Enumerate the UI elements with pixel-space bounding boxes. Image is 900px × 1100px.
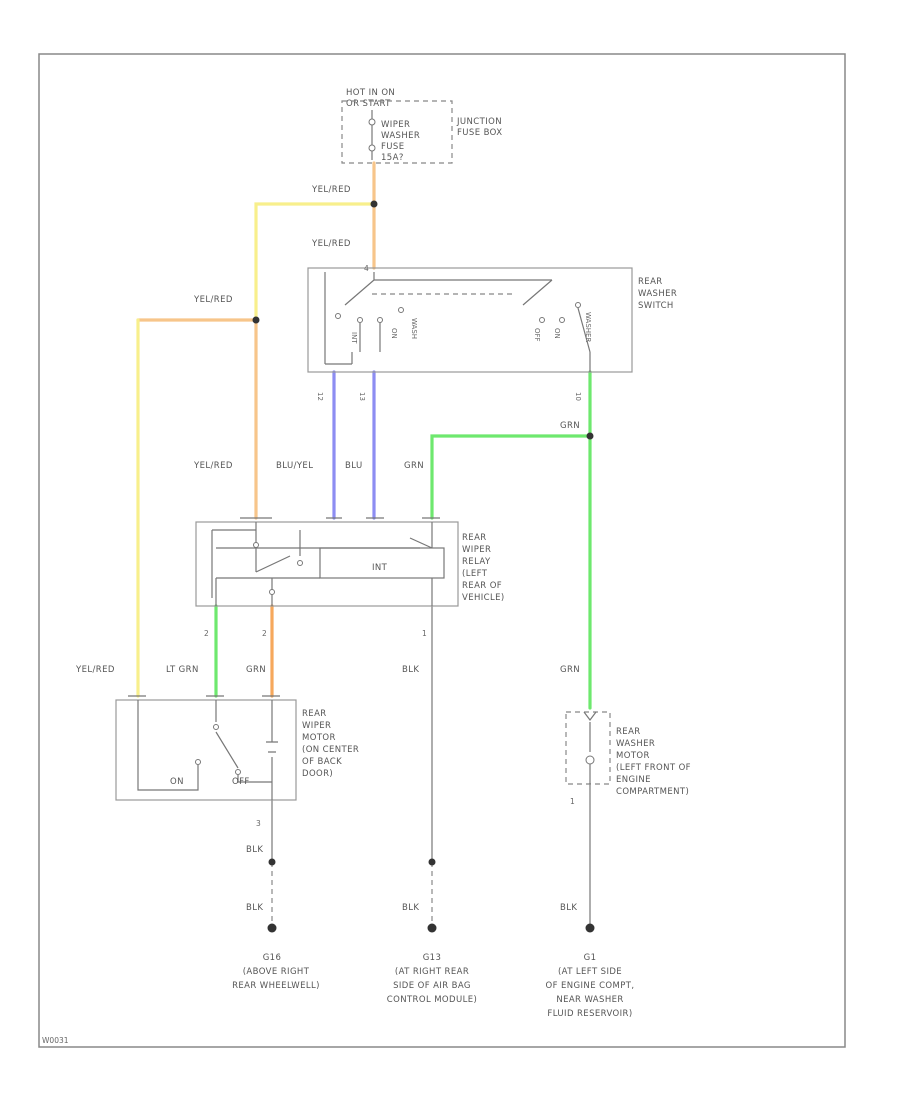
switch-label-line2: WASHER: [638, 289, 677, 299]
wire-grn-to-relay: [430, 434, 592, 520]
ground-g1-line2: REAR WHEELWELL): [232, 981, 320, 991]
washer-motor-label-line1: REAR: [616, 727, 641, 737]
wire-label-yel-red-4: YEL/RED: [193, 461, 233, 471]
switch-pin-c: 10: [574, 392, 582, 401]
switch-pos-washer: WASHER: [584, 312, 592, 342]
motor-pos-on: ON: [170, 777, 184, 787]
fuse-box-title-line2: OR START: [346, 99, 391, 109]
ground-g1-id: G16: [263, 953, 282, 963]
wire-label-grn-1: GRN: [404, 461, 424, 471]
rear-wiper-relay: INT 2 2 1 REAR WIPER RELAY (LEFT REAR OF…: [195, 517, 505, 638]
ground-g3-line2: OF ENGINE COMPT,: [546, 981, 635, 991]
fuse-label-line2: WASHER: [381, 131, 420, 141]
wire-label-yel-red-5: YEL/RED: [75, 665, 115, 675]
switch-pin-b: 13: [358, 392, 366, 401]
ground-labels: G16 (ABOVE RIGHT REAR WHEELWELL) G13 (AT…: [232, 953, 634, 1019]
motor-pos-off: OFF: [232, 777, 250, 787]
wire-label-yel-red-2: YEL/RED: [311, 239, 351, 249]
fuse-box-title-line1: HOT IN ON: [346, 88, 395, 98]
switch-pos-int: INT: [350, 332, 358, 344]
wire-label-blk-4: BLK: [402, 903, 419, 913]
ground-g3-line1: (AT LEFT SIDE: [558, 967, 622, 977]
wire-label-grn-4: GRN: [560, 665, 580, 675]
fuse-box-location-line1: JUNCTION: [456, 117, 502, 127]
ground-g2-line1: (AT RIGHT REAR: [395, 967, 469, 977]
ground-g2-id: G13: [423, 953, 442, 963]
relay-label-line1: REAR: [462, 533, 487, 543]
switch-pos-on2: ON: [553, 328, 561, 339]
fuse-box-location-line2: FUSE BOX: [457, 128, 502, 138]
motor-label-line1: REAR: [302, 709, 327, 719]
motor-pin-ground: 3: [256, 819, 261, 828]
relay-pin-a: 2: [204, 629, 209, 638]
diagram-border: [38, 53, 846, 1048]
relay-label-line5: REAR OF: [462, 581, 502, 591]
relay-label-line4: (LEFT: [462, 569, 488, 579]
relay-label-line6: VEHICLE): [462, 593, 505, 603]
rear-washer-switch: 4 INT ON WASH OFF ON WASHER 12 13 10 REA…: [307, 264, 677, 401]
wire-label-blk-1: BLK: [402, 665, 419, 675]
fuse-label-line1: WIPER: [381, 120, 410, 130]
switch-pos-wash: WASH: [410, 318, 418, 339]
wire-label-blu: BLU: [345, 461, 363, 471]
switch-pos-off: OFF: [533, 328, 541, 342]
relay-label-line3: RELAY: [462, 557, 491, 567]
relay-pin-c: 1: [422, 629, 427, 638]
relay-label-line2: WIPER: [462, 545, 491, 555]
fuse-label-line3: FUSE: [381, 142, 404, 152]
wire-label-yel-red-1: YEL/RED: [311, 185, 351, 195]
switch-pos-on: ON: [390, 328, 398, 339]
ground-g2-line3: CONTROL MODULE): [387, 995, 477, 1005]
ground-g3-id: G1: [584, 953, 597, 963]
wire-labels: YEL/RED YEL/RED YEL/RED YEL/RED BLU/YEL …: [75, 185, 580, 913]
motor-label-line5: OF BACK: [302, 757, 342, 767]
motor-label-line3: MOTOR: [302, 733, 336, 743]
ground-g3-line3: NEAR WASHER: [556, 995, 623, 1005]
motor-label-line2: WIPER: [302, 721, 331, 731]
washer-motor-label-line5: ENGINE: [616, 775, 651, 785]
washer-motor-label-line6: COMPARTMENT): [616, 787, 689, 797]
fuse-label-line4: 15A?: [381, 153, 404, 163]
washer-motor-label-line2: WASHER: [616, 739, 655, 749]
switch-label-line3: SWITCH: [638, 301, 674, 311]
relay-module-label: INT: [372, 563, 388, 573]
switch-label-line1: REAR: [638, 277, 663, 287]
rear-wiper-motor: ON OFF 3 REAR WIPER MOTOR (ON CENTER OF …: [115, 695, 359, 828]
ground-g1-line1: (ABOVE RIGHT: [243, 967, 310, 977]
wires: [136, 161, 592, 928]
relay-pin-b: 2: [262, 629, 267, 638]
wire-label-blu-yel: BLU/YEL: [276, 461, 313, 471]
motor-label-line4: (ON CENTER: [302, 745, 359, 755]
wire-yel-red-to-relay: [254, 202, 376, 322]
wire-label-blk-2: BLK: [246, 845, 263, 855]
washer-motor-label-line3: MOTOR: [616, 751, 650, 761]
switch-pin-in: 4: [364, 264, 369, 273]
wire-label-blk-3: BLK: [246, 903, 263, 913]
wire-label-lt-grn: LT GRN: [166, 665, 199, 675]
switch-pin-a: 12: [316, 392, 324, 401]
rear-washer-motor: 1 REAR WASHER MOTOR (LEFT FRONT OF ENGIN…: [565, 711, 691, 806]
wire-label-grn-3: GRN: [246, 665, 266, 675]
motor-label-line6: DOOR): [302, 769, 333, 779]
wire-label-grn-2: GRN: [560, 421, 580, 431]
washer-motor-pin-ground: 1: [570, 797, 575, 806]
ground-g3-line4: FLUID RESERVOIR): [547, 1009, 632, 1019]
wire-label-yel-red-3: YEL/RED: [193, 295, 233, 305]
washer-motor-label-line4: (LEFT FRONT OF: [616, 763, 691, 773]
footer-code: W0031: [42, 1036, 69, 1045]
junction-fuse-box: HOT IN ON OR START WIPER WASHER FUSE 15A…: [341, 88, 502, 164]
ground-g2-line2: SIDE OF AIR BAG: [393, 981, 471, 991]
wire-label-blk-5: BLK: [560, 903, 577, 913]
